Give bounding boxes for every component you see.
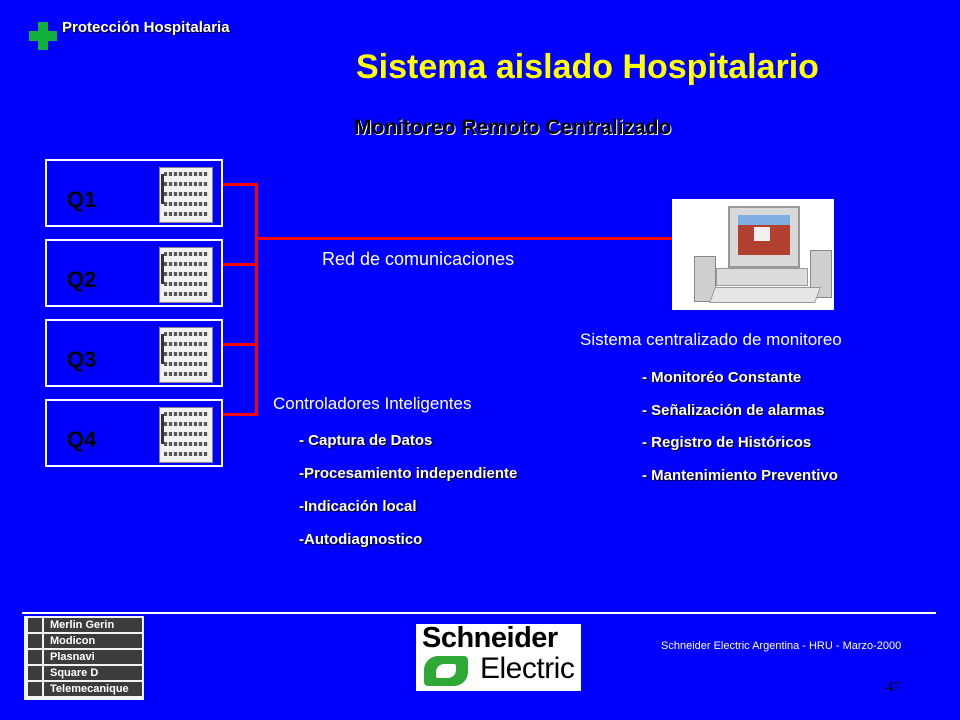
slide-title: Sistema aislado Hospitalario [356,48,819,86]
panel-label: Q3 [67,347,97,372]
panel-label: Q4 [67,427,97,452]
central-item: - Monitoréo Constante [642,369,802,386]
network-label: Red de comunicaciones [322,249,515,269]
controller-device-icon [159,167,213,223]
central-system-label: Sistema centralizado de monitoreo [580,330,842,349]
controller-item: -Autodiagnostico [299,531,423,548]
controller-item: -Procesamiento independiente [299,465,518,482]
brand-item: Plasnavi [44,650,142,664]
panel-q4: Q4 [45,399,223,467]
central-item: - Señalización de alarmas [642,402,825,419]
brand-item: Square D [44,666,142,680]
brand-list: Merlin Gerin Modicon Plasnavi Square D T… [24,616,144,700]
footer-credit: Schneider Electric Argentina - HRU - Mar… [661,640,902,652]
panel-label: Q1 [67,187,97,212]
controller-item: - Captura de Datos [299,432,433,449]
controllers-label: Controladores Inteligentes [273,394,472,413]
footer-divider [22,612,936,614]
controller-item: -Indicación local [299,498,417,515]
controller-device-icon [159,407,213,463]
panel-q2: Q2 [45,239,223,307]
brand-item: Modicon [44,634,142,648]
brand-text: Protección Hospitalaria [62,19,230,36]
schneider-logo: Schneider Electric [416,622,581,691]
schneider-mark-icon [424,656,468,686]
slide-subtitle: Monitoreo Remoto Centralizado [354,116,672,139]
central-item: - Registro de Históricos [642,434,812,451]
page-number: 47 [886,680,900,695]
logo-text-bottom: Electric [480,652,575,685]
logo-text-top: Schneider [422,622,558,654]
brand-item: Telemecanique [44,682,142,696]
controller-device-icon [159,327,213,383]
brand-item: Merlin Gerin [44,618,142,632]
panel-q1: Q1 [45,159,223,227]
panel-label: Q2 [67,267,97,292]
panel-q3: Q3 [45,319,223,387]
controller-device-icon [159,247,213,303]
central-item: - Mantenimiento Preventivo [642,467,838,484]
